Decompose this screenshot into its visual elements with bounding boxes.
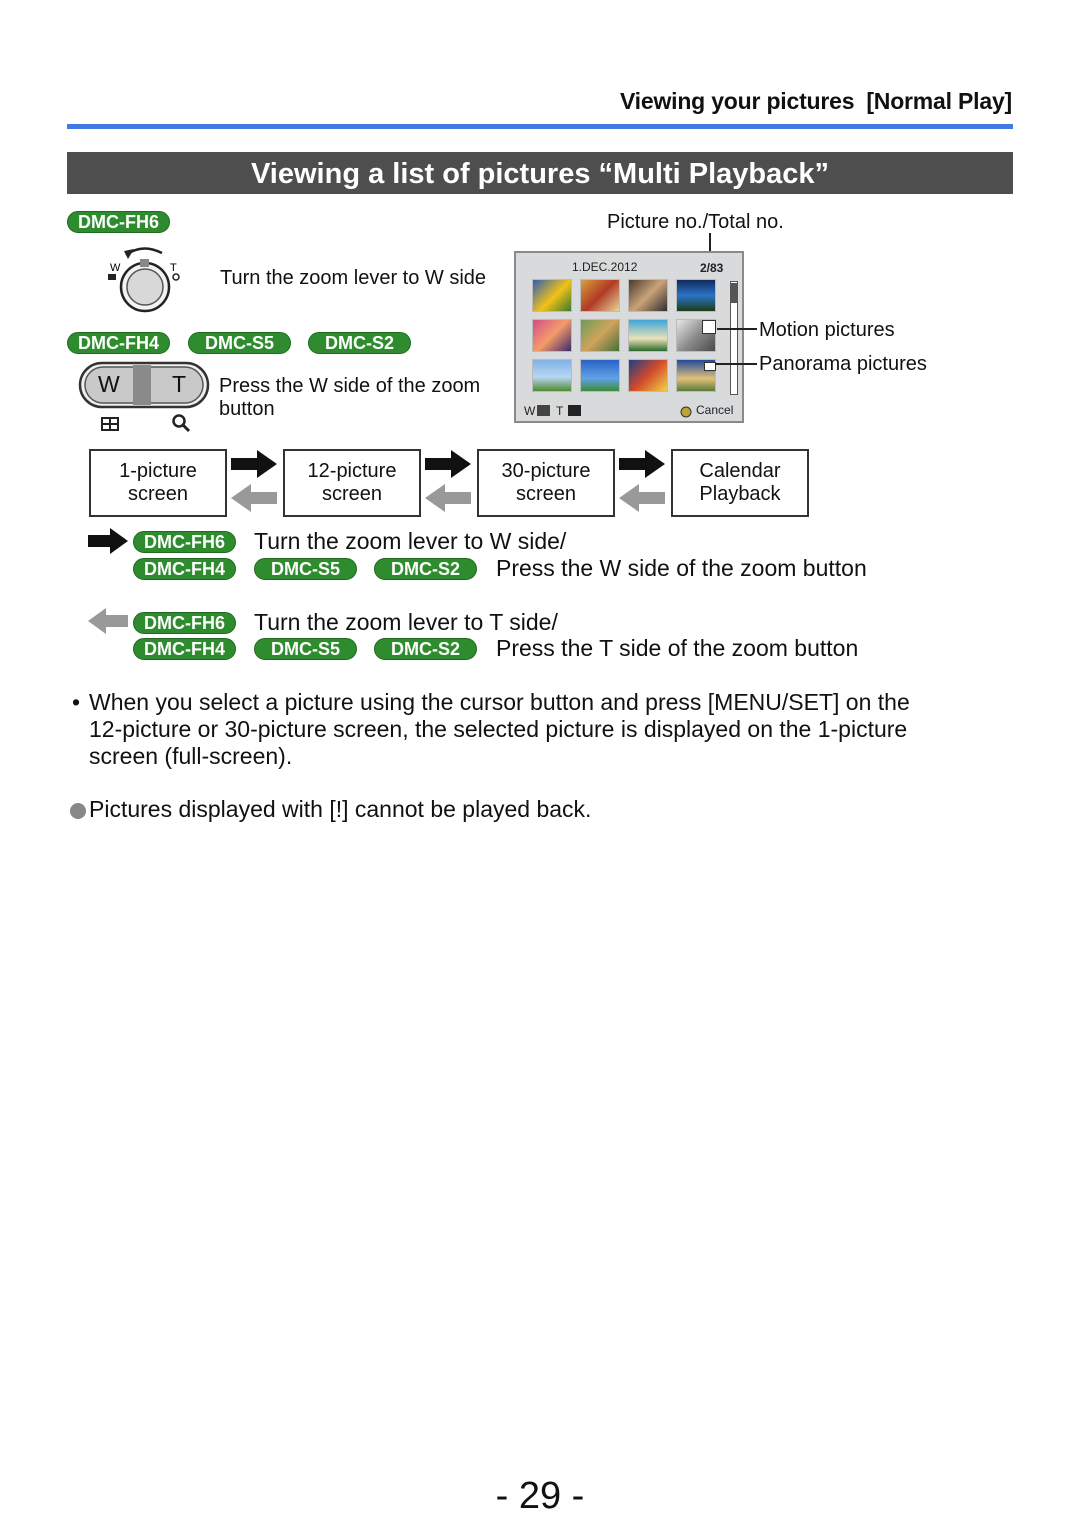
flow-line1: 1-picture	[119, 460, 197, 482]
multi-playback-icon	[101, 417, 119, 431]
motion-picture-icon	[702, 320, 716, 334]
lcd-grid-icon	[537, 405, 550, 416]
picture-no-callout-line	[709, 233, 711, 261]
flow-line2: screen	[515, 483, 577, 505]
legend-forward-others: Press the W side of the zoom button	[496, 555, 867, 581]
model-badge-fh4: DMC-FH4	[133, 638, 236, 660]
panorama-callout-line	[715, 363, 757, 365]
lcd-single-icon	[568, 405, 581, 416]
lcd-cancel: Cancel	[696, 403, 734, 417]
thumbnail	[628, 319, 668, 352]
lcd-w: W	[524, 404, 536, 418]
legend-forward-arrow-icon	[88, 528, 128, 559]
flow-line2: Playback	[699, 483, 781, 505]
model-badge-fh6: DMC-FH6	[67, 211, 170, 233]
note-line-2: 12-picture or 30-picture screen, the sel…	[89, 716, 908, 742]
motion-callout-line	[717, 328, 757, 330]
magnify-icon	[171, 413, 191, 433]
legend-back-others: Press the T side of the zoom button	[496, 635, 859, 661]
panorama-picture-icon	[704, 362, 716, 371]
flow-line2: screen	[127, 483, 189, 505]
forward-arrow-icon	[231, 450, 277, 483]
thumbnail	[532, 319, 572, 352]
thumbnail	[532, 279, 572, 312]
thumbnail	[580, 279, 620, 312]
model-badge-s5: DMC-S5	[254, 638, 358, 660]
motion-pictures-label: Motion pictures	[759, 319, 895, 341]
header-title: Viewing your pictures	[619, 88, 855, 114]
legend-back-fh6: Turn the zoom lever to T side/	[254, 609, 558, 635]
page-header: Viewing your pictures [Normal Play]	[620, 88, 1012, 115]
zoom-button-instruction-1: Press the W side of the zoom	[219, 375, 481, 397]
zoom-lever-instruction: Turn the zoom lever to W side	[220, 267, 487, 289]
model-badge-fh4: DMC-FH4	[67, 332, 170, 354]
panorama-pictures-label: Panorama pictures	[759, 353, 927, 375]
back-arrow-icon	[619, 484, 665, 517]
page-number: - 29 -	[495, 1475, 585, 1517]
note-line-1: When you select a picture using the curs…	[89, 689, 910, 715]
header-rule	[67, 124, 1013, 129]
lcd-scrollbar	[730, 281, 738, 395]
model-badge-s2: DMC-S2	[308, 332, 412, 354]
zoom-button-instruction-2: button	[219, 398, 275, 420]
flow-line1: Calendar	[699, 460, 781, 482]
model-badge-fh4: DMC-FH4	[133, 558, 236, 580]
flow-line1: 12-picture	[307, 460, 397, 482]
thumbnail	[532, 359, 572, 392]
zoom-button-w: W	[98, 371, 120, 397]
section-title: Viewing a list of pictures “Multi Playba…	[67, 152, 1013, 194]
note-line-3: screen (full-screen).	[89, 743, 293, 769]
zoom-lever-icon: W T	[104, 243, 184, 317]
model-badge-fh6: DMC-FH6	[133, 612, 236, 634]
zoom-button-t: T	[172, 371, 187, 397]
model-badge-s2: DMC-S2	[374, 558, 478, 580]
lcd-cursor-icon	[679, 405, 693, 418]
picture-no-label: Picture no./Total no.	[607, 211, 784, 233]
forward-arrow-icon	[619, 450, 665, 483]
thumbnail	[628, 359, 668, 392]
back-arrow-icon	[231, 484, 277, 517]
thumbnail	[580, 359, 620, 392]
header-mode: [Normal Play]	[866, 88, 1012, 114]
lcd-date: 1.DEC.2012	[572, 260, 638, 274]
legend-back-arrow-icon	[88, 608, 128, 639]
note-unplayable: Pictures displayed with [!] cannot be pl…	[89, 796, 592, 822]
lcd-scrollbar-thumb	[731, 283, 737, 303]
thumbnail	[628, 279, 668, 312]
lcd-counter: 2/83	[700, 261, 724, 275]
model-badge-s5: DMC-S5	[254, 558, 358, 580]
svg-text:W: W	[110, 262, 121, 274]
model-badge-s2: DMC-S2	[374, 638, 478, 660]
back-arrow-icon	[425, 484, 471, 517]
zoom-button-icon	[78, 361, 210, 409]
flow-line2: screen	[321, 483, 383, 505]
thumbnail	[676, 279, 716, 312]
forward-arrow-icon	[425, 450, 471, 483]
model-badge-s5: DMC-S5	[188, 332, 292, 354]
lcd-t: T	[556, 404, 564, 418]
bullet-dot: •	[72, 689, 81, 715]
legend-forward-fh6: Turn the zoom lever to W side/	[254, 528, 567, 554]
svg-text:T: T	[170, 262, 177, 274]
multi-playback-screen: 1.DEC.2012 2/83 W T Cancel	[514, 251, 744, 423]
thumbnail	[580, 319, 620, 352]
model-badge-fh6: DMC-FH6	[133, 531, 236, 553]
flow-line1: 30-picture	[501, 460, 591, 482]
circle-bullet-icon	[70, 803, 86, 819]
